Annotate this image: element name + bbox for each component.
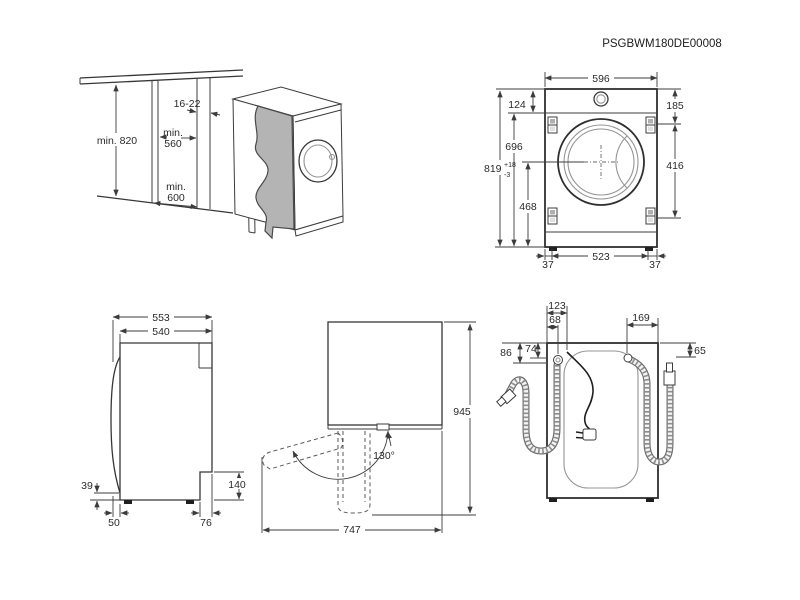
dim-total-height-tol-minus: -3 bbox=[504, 172, 510, 179]
dim-cord-drop: 74 bbox=[525, 343, 537, 355]
power-plug bbox=[582, 428, 597, 441]
dim-niche-height: min. 820 bbox=[97, 135, 137, 147]
dim-height-open: 945 bbox=[453, 406, 471, 418]
dim-left-drop: 86 bbox=[500, 347, 512, 359]
installation-dimensions: min. 820 16-22 min. 560 min. 600 bbox=[94, 84, 221, 210]
dim-niche-depth-value: 560 bbox=[164, 138, 182, 150]
dim-door-angle: 130° bbox=[373, 450, 395, 462]
dim-bracket-span: 416 bbox=[666, 160, 684, 172]
dim-feet-distance: 523 bbox=[592, 251, 610, 263]
dim-rear-recess-height: 140 bbox=[228, 479, 246, 491]
side-view-dimensions: 553 540 39 50 76 bbox=[81, 311, 249, 529]
dim-niche-width-value: 600 bbox=[167, 192, 185, 204]
dim-front-foot-inset: 50 bbox=[108, 517, 120, 529]
dim-panel-thickness: 16-22 bbox=[174, 98, 201, 110]
door-open-130 bbox=[262, 432, 344, 470]
panel-template-shape bbox=[254, 105, 295, 240]
inlet-hose bbox=[623, 353, 676, 466]
top-view-outline bbox=[327, 321, 443, 426]
dim-depth-with-door: 553 bbox=[152, 312, 170, 324]
dim-inlet-offset: 169 bbox=[632, 312, 650, 324]
side-foot-front bbox=[124, 500, 132, 504]
front-foot-right bbox=[645, 247, 653, 251]
rear-foot-left bbox=[549, 498, 557, 502]
machine-3d bbox=[231, 86, 344, 240]
dim-side-top-offset: 185 bbox=[666, 100, 684, 112]
door-swing-arc bbox=[292, 430, 391, 480]
dim-control-panel-height: 124 bbox=[508, 99, 526, 111]
dim-rear-foot-inset: 76 bbox=[200, 517, 212, 529]
rear-view-dimensions: 123 68 169 86 74 65 bbox=[500, 300, 706, 364]
inlet-hose-connector bbox=[663, 370, 676, 386]
dim-width: 596 bbox=[592, 73, 610, 85]
dim-depth-open: 747 bbox=[343, 524, 361, 536]
front-outline bbox=[544, 88, 658, 248]
dim-niche-width-label: min. bbox=[166, 181, 186, 193]
rear-view-diagram: 123 68 169 86 74 65 bbox=[496, 300, 706, 502]
dim-niche-depth-label: min. bbox=[163, 127, 183, 139]
niche-panels bbox=[151, 78, 211, 209]
dim-total-height: 819 bbox=[484, 163, 502, 175]
door-swing-dimensions: 945 747 bbox=[261, 321, 476, 536]
counter-top bbox=[79, 69, 244, 85]
door-swing-diagram: 130° 945 747 bbox=[261, 321, 476, 536]
door-open-90 bbox=[337, 431, 371, 514]
document-code: PSGBWM180DE00008 bbox=[602, 38, 722, 50]
machine-plinth bbox=[294, 215, 344, 237]
door-glass-crescent bbox=[615, 135, 628, 189]
inlet-hose-port bbox=[623, 353, 633, 363]
dim-foot-inset-left: 37 bbox=[542, 259, 554, 271]
power-cord bbox=[566, 351, 597, 441]
dim-right-drop: 65 bbox=[694, 345, 706, 357]
side-view-diagram: 553 540 39 50 76 bbox=[81, 311, 249, 529]
drain-hose-port bbox=[553, 355, 563, 365]
machine-front-face bbox=[292, 103, 344, 231]
dim-drain-offset: 123 bbox=[548, 300, 566, 312]
drain-hose bbox=[496, 355, 563, 455]
dim-front-height: 696 bbox=[505, 141, 523, 153]
mounting-brackets bbox=[547, 116, 656, 225]
front-foot-left bbox=[549, 247, 557, 251]
door-bulge-profile bbox=[110, 356, 121, 494]
dim-depth-body: 540 bbox=[152, 326, 170, 338]
dim-cord-offset: 68 bbox=[549, 314, 561, 326]
side-outline bbox=[119, 342, 213, 501]
dim-total-height-tol-plus: +18 bbox=[504, 162, 516, 169]
rear-foot-right bbox=[646, 498, 654, 502]
door-handle-top-view bbox=[376, 423, 390, 431]
detergent-knob bbox=[593, 91, 609, 107]
dim-bottom-clearance: 39 bbox=[81, 480, 93, 492]
front-view-diagram: 596 124 696 819 +18 -3 468 bbox=[482, 72, 688, 271]
side-foot-rear bbox=[186, 500, 194, 504]
front-view-dimensions: 596 124 696 819 +18 -3 468 bbox=[482, 72, 688, 271]
porthole-outer bbox=[298, 139, 338, 183]
installation-diagram: min. 820 16-22 min. 560 min. 600 bbox=[79, 69, 344, 240]
rear-outline bbox=[546, 342, 659, 499]
dim-foot-inset-right: 37 bbox=[649, 259, 661, 271]
dim-drum-center-height: 468 bbox=[519, 201, 537, 213]
rear-tub-outline bbox=[563, 350, 639, 489]
porthole-button bbox=[328, 153, 336, 161]
porthole-inner bbox=[303, 144, 333, 178]
